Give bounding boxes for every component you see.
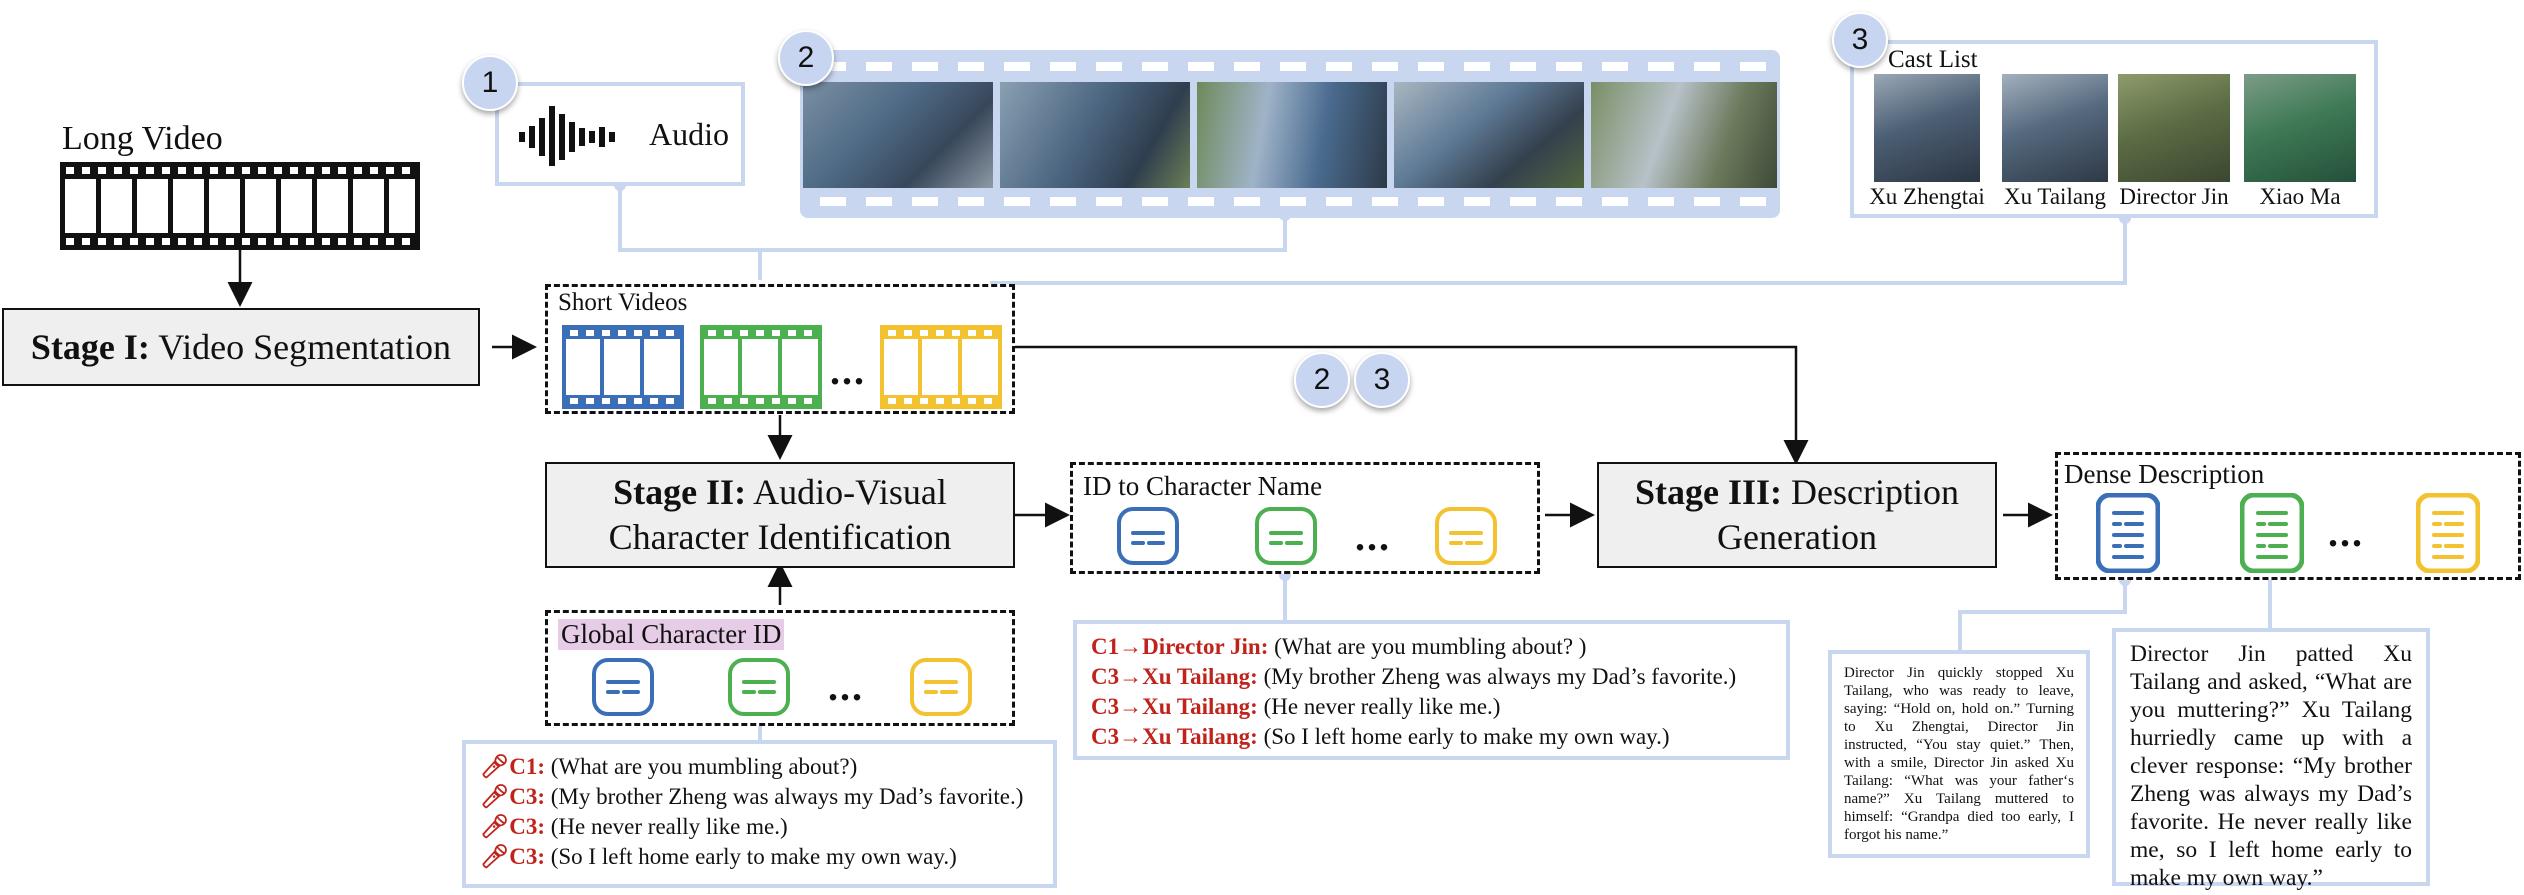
transcript-line-1: 🎤︎C1: (What are you mumbling about?) (480, 752, 1053, 782)
strip-perforations (820, 62, 1766, 206)
mapped-line-4: C3→Xu Tailang: (So I left home early to … (1091, 722, 1786, 752)
short-video-green-icon (700, 325, 822, 409)
id-to-name-box: ID to Character Name ... (1070, 462, 1540, 574)
utterance: (My brother Zheng was always my Dad’s fa… (544, 784, 1024, 809)
utterance: (So I left home early to make my own way… (544, 844, 957, 869)
dense-doc-green-icon (2240, 493, 2304, 573)
short-videos-box: Short Videos ... (545, 284, 1015, 414)
mapped-utterance: (My brother Zheng was always my Dad’s fa… (1257, 664, 1737, 689)
stage2-bold: Stage II: (613, 472, 747, 512)
stage1-text: Video Segmentation (149, 326, 452, 367)
transcript-line-3: 🎤︎C3: (He never really like me.) (480, 812, 1053, 842)
speaker-id: C3: (509, 844, 545, 869)
stage3-line2: Generation (1717, 517, 1877, 557)
transcript-box: 🎤︎C1: (What are you mumbling about?) 🎤︎C… (462, 740, 1057, 888)
stage3-line1: Description (1782, 472, 1959, 512)
short-video-yellow-icon (880, 325, 1002, 409)
short-videos-label: Short Videos (558, 289, 688, 316)
dense-description-box: Dense Description ... (2055, 452, 2521, 580)
cast-name-2: Xu Tailang (2003, 184, 2107, 209)
frames-strip (800, 50, 1780, 218)
cast-portrait-1 (1874, 74, 1980, 182)
long-video-label: Long Video (62, 120, 223, 157)
microphone-icon: 🎤︎ (480, 754, 510, 779)
description-small: Director Jin quickly stopped Xu Tailang,… (1828, 650, 2090, 858)
stage1-bold: Stage I: (30, 326, 150, 367)
microphone-icon: 🎤︎ (480, 814, 510, 839)
mapped-transcript-box: C1→Director Jin: (What are you mumbling … (1073, 620, 1790, 760)
cast-portrait-3 (2118, 74, 2230, 182)
mapped-line-1: C1→Director Jin: (What are you mumbling … (1091, 632, 1786, 662)
mapped-speaker: C3→Xu Tailang: (1091, 724, 1258, 749)
cast-name-3: Director Jin (2119, 184, 2229, 209)
microphone-icon: 🎤︎ (480, 784, 510, 809)
stage3-bold: Stage III: (1635, 472, 1783, 512)
global-id-ellipsis: ... (828, 664, 864, 709)
waveform-icon (519, 106, 615, 166)
doc-blue-icon (592, 658, 654, 716)
doc-yellow-icon (910, 658, 972, 716)
cast-name-1: Xu Zhengtai (1869, 184, 1985, 209)
cast-list-box: Cast List Xu Zhengtai Xu Tailang Directo… (1850, 40, 2378, 218)
global-character-id-box: Global Character ID ... (545, 610, 1015, 726)
microphone-icon: 🎤︎ (480, 844, 510, 869)
doc-yellow-icon (1435, 507, 1497, 565)
id-to-name-ellipsis: ... (1355, 514, 1391, 559)
badge-audio: 1 (462, 55, 518, 111)
global-character-id-label: Global Character ID (558, 619, 785, 650)
cast-portrait-4 (2244, 74, 2356, 182)
short-video-blue-icon (562, 325, 684, 409)
short-videos-ellipsis: ... (830, 348, 866, 393)
mapped-utterance: (What are you mumbling about? ) (1268, 634, 1587, 659)
doc-blue-icon (1117, 507, 1179, 565)
mapped-speaker: C3→Xu Tailang: (1091, 664, 1258, 689)
stage2-line1: Audio-Visual (746, 472, 947, 512)
dense-doc-blue-icon (2096, 493, 2160, 573)
cast-portrait-2 (2002, 74, 2108, 182)
cast-list-title: Cast List (1888, 46, 1978, 73)
utterance: (He never really like me.) (544, 814, 788, 839)
dense-ellipsis: ... (2328, 510, 2364, 555)
video-frame-5 (1591, 82, 1777, 188)
mapped-line-3: C3→Xu Tailang: (He never really like me.… (1091, 692, 1786, 722)
mapped-utterance: (So I left home early to make my own way… (1257, 724, 1670, 749)
mapped-speaker: C3→Xu Tailang: (1091, 694, 1258, 719)
transcript-line-2: 🎤︎C3: (My brother Zheng was always my Da… (480, 782, 1053, 812)
transcript-line-4: 🎤︎C3: (So I left home early to make my o… (480, 842, 1053, 872)
badge-frames: 2 (778, 30, 834, 86)
video-frame-4 (1394, 82, 1584, 188)
video-frame-2 (1000, 82, 1190, 188)
audio-label: Audio (649, 116, 729, 152)
badge-mid-2: 2 (1294, 352, 1350, 408)
id-to-name-label: ID to Character Name (1083, 471, 1323, 501)
speaker-id: C3: (509, 814, 545, 839)
stage2-line2: Character Identification (608, 517, 952, 557)
speaker-id: C1: (509, 754, 545, 779)
cast-name-4: Xiao Ma (2259, 184, 2341, 209)
film-strip-icon (60, 162, 420, 250)
mapped-speaker: C1→Director Jin: (1091, 634, 1269, 659)
dense-description-label: Dense Description (2064, 459, 2265, 489)
doc-green-icon (728, 658, 790, 716)
stage1-box: Stage I: Video Segmentation (2, 308, 480, 386)
video-frame-1 (803, 82, 993, 188)
dense-doc-yellow-icon (2416, 493, 2480, 573)
speaker-id: C3: (509, 784, 545, 809)
badge-mid-3: 3 (1354, 352, 1410, 408)
mapped-utterance: (He never really like me.) (1257, 694, 1501, 719)
doc-green-icon (1255, 507, 1317, 565)
audio-box: Audio (495, 82, 745, 186)
video-frame-3 (1197, 82, 1387, 188)
description-large: Director Jin patted Xu Tailang and asked… (2112, 628, 2430, 891)
mapped-line-2: C3→Xu Tailang: (My brother Zheng was alw… (1091, 662, 1786, 692)
utterance: (What are you mumbling about?) (544, 754, 858, 779)
badge-cast: 3 (1832, 12, 1888, 68)
